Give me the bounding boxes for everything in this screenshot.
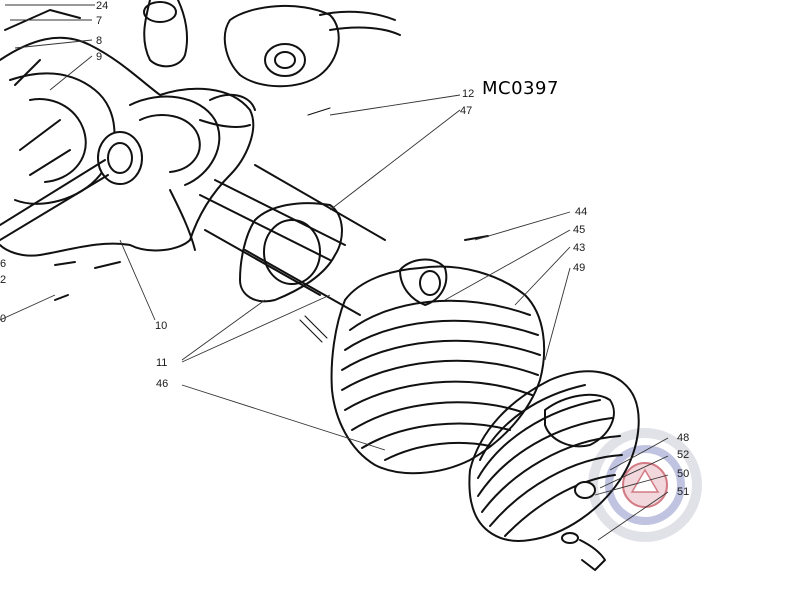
watermark-logo	[588, 428, 702, 542]
callout-44: 44	[575, 206, 588, 218]
crankcase	[0, 0, 401, 301]
callout-10: 10	[155, 320, 168, 332]
callout-46: 46	[156, 378, 169, 390]
callout-7: 7	[96, 15, 103, 27]
cylinder-head	[468, 370, 640, 571]
callout-9: 9	[96, 51, 103, 63]
callout-48: 48	[677, 432, 690, 444]
callout-6: 6	[0, 258, 7, 270]
callout-2: 2	[0, 274, 7, 286]
callout-49: 49	[573, 262, 586, 274]
callout-50: 50	[677, 468, 690, 480]
callout-52: 52	[677, 449, 690, 461]
part-code-label: MC0397	[482, 78, 559, 99]
callout-11: 11	[156, 357, 168, 369]
cylinder-studs	[199, 107, 386, 343]
base-gasket	[239, 202, 343, 303]
callout-47: 47	[460, 105, 473, 117]
callout-43: 43	[573, 242, 586, 254]
callout-51: 51	[677, 486, 690, 498]
leader-lines	[0, 4, 669, 541]
callout-0: 0	[0, 313, 7, 325]
callout-8: 8	[96, 35, 103, 47]
callout-24: 24	[96, 0, 109, 12]
callout-12: 12	[462, 88, 475, 100]
callout-45: 45	[573, 224, 586, 236]
